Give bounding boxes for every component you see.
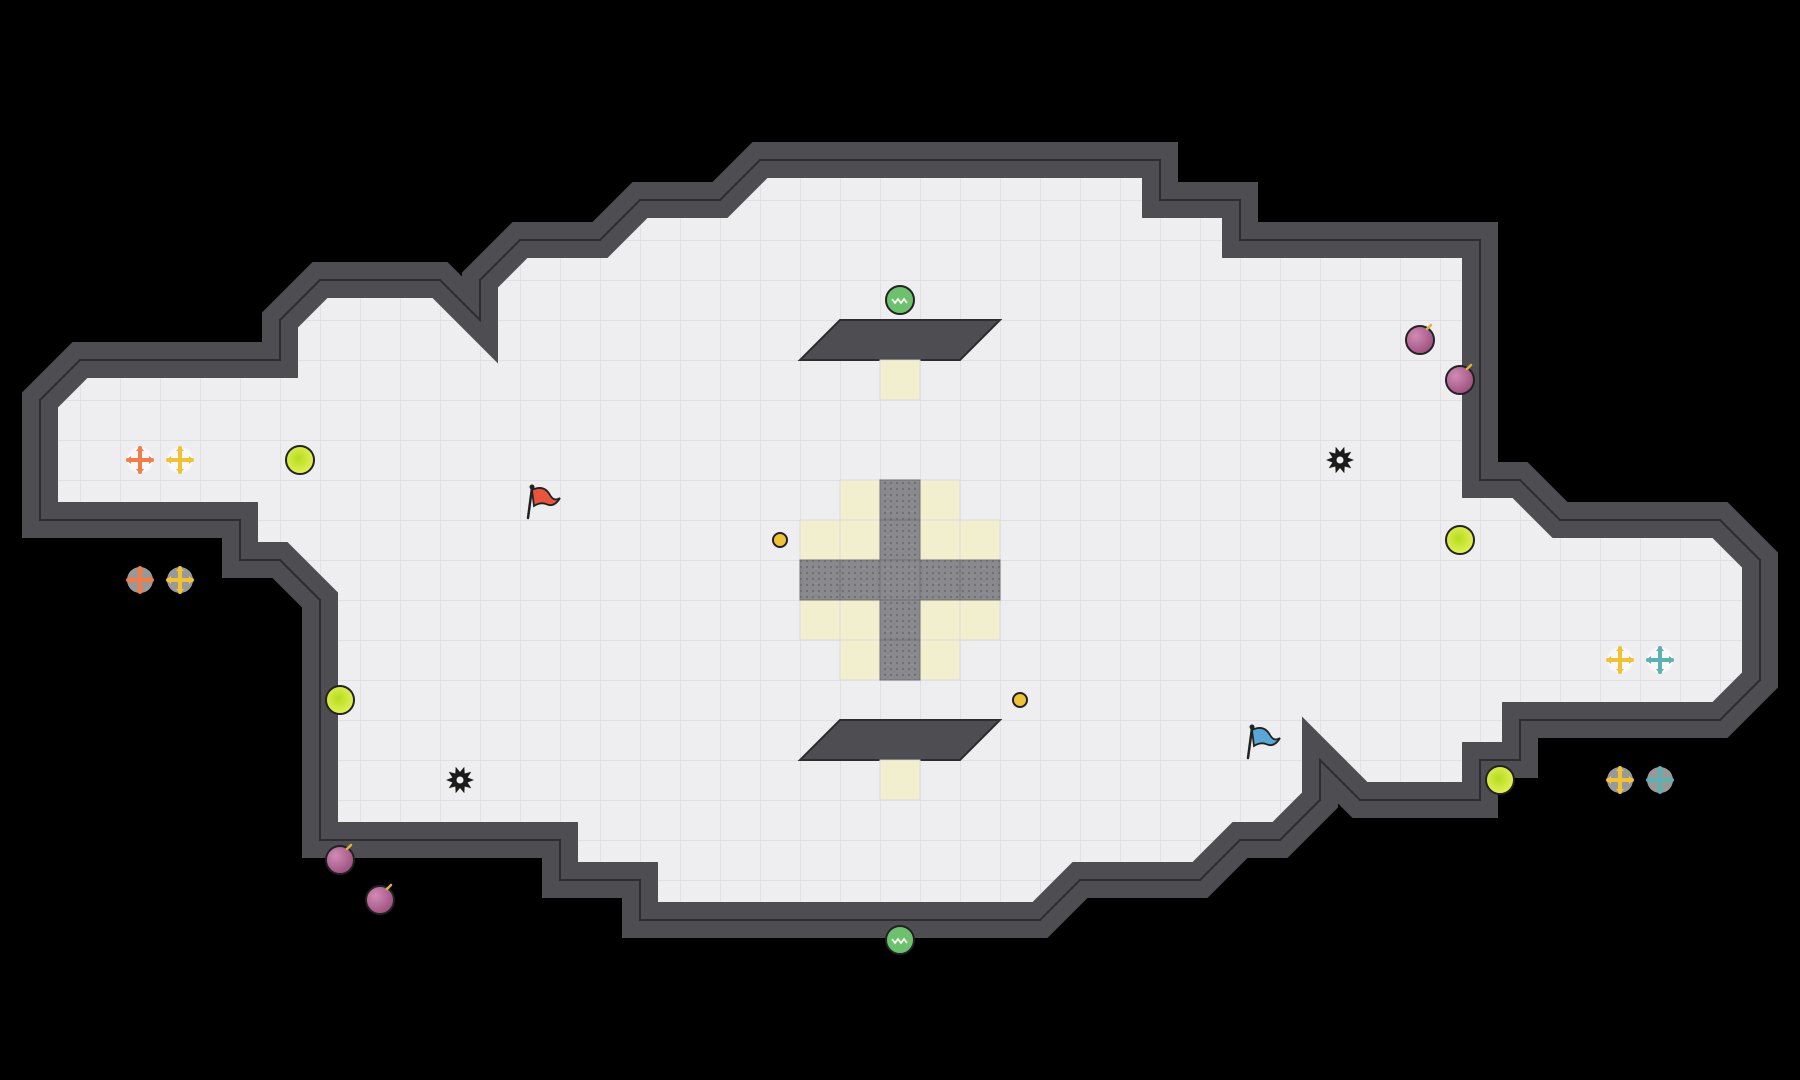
boost-pad-icon[interactable]: [325, 685, 355, 715]
spike-icon[interactable]: [1326, 446, 1354, 474]
spawn-marker-icon[interactable]: [166, 566, 194, 594]
spawn-marker-icon[interactable]: [1606, 646, 1634, 674]
boost-pad-icon[interactable]: [285, 445, 315, 475]
grate-tile: [879, 519, 921, 561]
spawn-marker-icon[interactable]: [1606, 766, 1634, 794]
objects-layer: [126, 285, 1674, 955]
arena-wall-edge: [39, 159, 1761, 921]
token-icon[interactable]: [772, 532, 788, 548]
grate-tile: [919, 559, 961, 601]
bomb-icon[interactable]: [1405, 323, 1435, 355]
highlight-tile: [879, 759, 921, 801]
grate-tile: [879, 479, 921, 521]
wall-layer: [797, 319, 1003, 761]
grate-tile: [879, 599, 921, 641]
powerup-icon[interactable]: [885, 285, 915, 315]
highlight-tile: [919, 519, 961, 561]
highlight-tile: [919, 639, 961, 681]
top-wall-slab: [797, 319, 1003, 361]
highlight-tile: [839, 479, 881, 521]
highlight-tile: [879, 359, 921, 401]
spike-icon[interactable]: [446, 766, 474, 794]
boost-pad-icon[interactable]: [1445, 525, 1475, 555]
highlight-tile: [839, 639, 881, 681]
spawn-marker-icon[interactable]: [1646, 766, 1674, 794]
highlight-tile: [839, 599, 881, 641]
highlight-tile: [959, 599, 1001, 641]
grate-tile: [799, 559, 841, 601]
blue-flag-icon[interactable]: [1246, 724, 1281, 760]
spawn-marker-icon[interactable]: [1646, 646, 1674, 674]
highlight-tile: [799, 599, 841, 641]
highlight-tile: [919, 599, 961, 641]
spawn-marker-icon[interactable]: [166, 446, 194, 474]
token-icon[interactable]: [1012, 692, 1028, 708]
highlight-tile: [839, 519, 881, 561]
boost-pad-icon[interactable]: [1485, 765, 1515, 795]
bottom-wall-slab: [797, 719, 1003, 761]
highlight-tile: [799, 519, 841, 561]
powerup-icon[interactable]: [885, 925, 915, 955]
grate-tile: [879, 639, 921, 681]
grate-tile: [879, 559, 921, 601]
highlight-tile: [959, 519, 1001, 561]
bomb-icon[interactable]: [365, 883, 395, 915]
spawn-marker-icon[interactable]: [126, 566, 154, 594]
bomb-icon[interactable]: [325, 843, 355, 875]
highlight-tile: [919, 479, 961, 521]
red-flag-icon[interactable]: [526, 484, 561, 520]
special-tiles-layer: [799, 359, 1001, 801]
bomb-icon[interactable]: [1445, 363, 1475, 395]
grate-tile: [959, 559, 1001, 601]
grate-tile: [839, 559, 881, 601]
spawn-marker-icon[interactable]: [126, 446, 154, 474]
